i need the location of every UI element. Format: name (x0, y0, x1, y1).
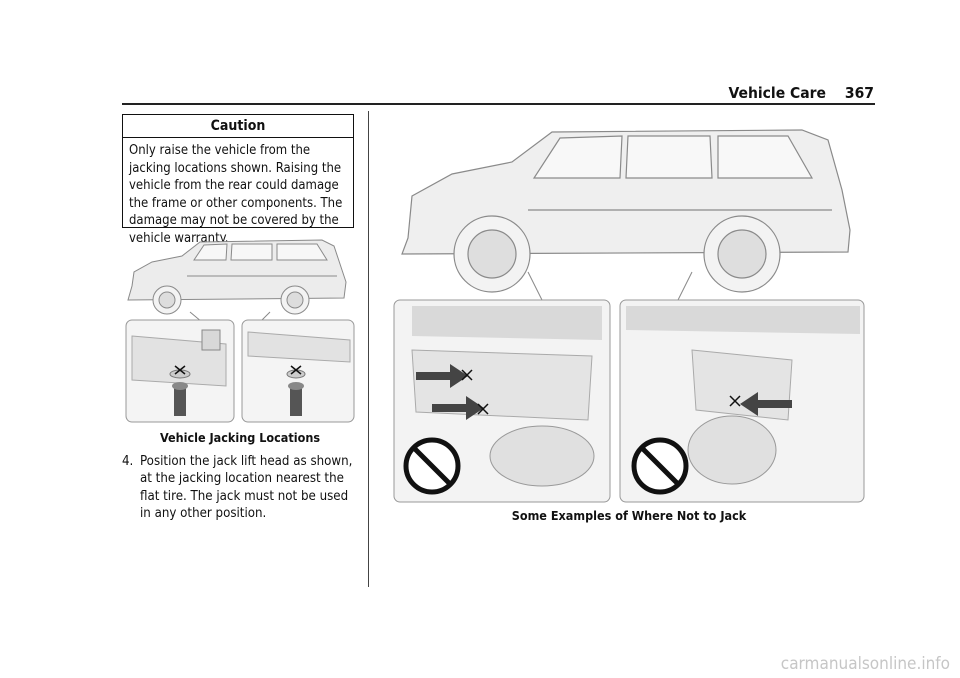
do-not-jack-inset-1 (393, 299, 611, 503)
step-4: 4. Position the jack lift head as shown,… (122, 453, 362, 522)
caution-title: Caution (123, 115, 353, 138)
page-header-title: Vehicle Care (728, 84, 826, 102)
step-number: 4. (122, 454, 134, 469)
header-rule (122, 103, 875, 105)
figure-left-caption: Vehicle Jacking Locations (159, 430, 321, 445)
where-not-to-jack-figure (393, 129, 865, 503)
front-jacking-inset (125, 319, 235, 423)
do-not-jack-inset-2 (619, 299, 865, 503)
caution-box: Caution Only raise the vehicle from the … (122, 114, 354, 246)
column-divider (368, 111, 369, 587)
caution-text: Only raise the vehicle from the jacking … (129, 143, 343, 246)
suv-large-side-view (401, 129, 851, 293)
page-number: 367 (844, 84, 874, 102)
no-symbol-icon (403, 437, 461, 495)
figure-right-caption: Some Examples of Where Not to Jack (511, 508, 747, 523)
site-watermark: carmanualsonline.info (780, 654, 950, 674)
jacking-locations-figure (125, 239, 355, 423)
no-symbol-icon (631, 437, 689, 495)
suv-side-view (127, 239, 347, 315)
step-text: Position the jack lift head as shown, at… (140, 454, 353, 521)
rear-jacking-inset (241, 319, 355, 423)
